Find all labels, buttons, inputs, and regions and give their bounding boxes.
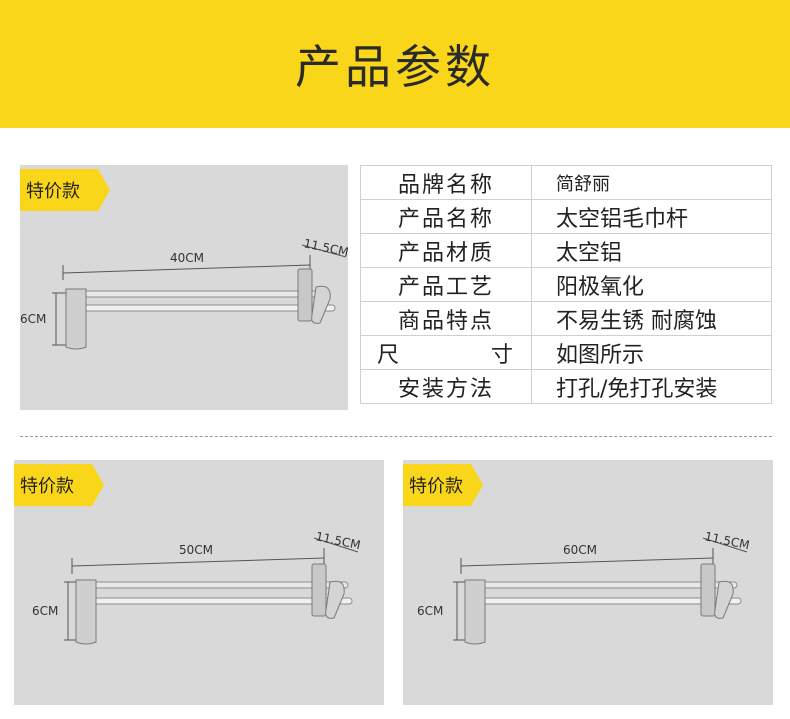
spec-key: 产品名称 — [360, 199, 532, 234]
right-bracket — [297, 268, 313, 322]
left-bracket — [464, 579, 486, 645]
header-banner: 产品参数 — [0, 0, 790, 128]
height-label: 6CM — [20, 312, 46, 326]
length-label: 50CM — [179, 543, 213, 557]
length-label: 40CM — [170, 251, 204, 265]
spec-value: 简舒丽 — [531, 165, 772, 200]
spec-value: 太空铝 — [531, 233, 772, 268]
spec-value: 不易生锈 耐腐蚀 — [531, 301, 772, 336]
badge-arrow — [471, 464, 483, 506]
spec-key: 品牌名称 — [360, 165, 532, 200]
height-label: 6CM — [417, 604, 443, 618]
special-offer-badge: 特价款 — [14, 464, 92, 506]
spec-key: 产品工艺 — [360, 267, 532, 302]
depth-label: 11.5CM — [703, 529, 750, 552]
section-divider — [20, 436, 772, 437]
towel-rack-diagram: 60CM 11.5CM 6CM — [417, 529, 751, 645]
rack-bar-lower — [79, 304, 336, 312]
badge-label: 特价款 — [20, 476, 74, 497]
spec-value: 太空铝毛巾杆 — [531, 199, 772, 234]
towel-rack-diagram: 40CM 11.5CM 6CM — [20, 236, 348, 350]
spec-key: 尺寸 — [360, 335, 532, 370]
left-bracket — [75, 579, 97, 645]
spec-key: 商品特点 — [360, 301, 532, 336]
depth-label: 11.5CM — [302, 236, 348, 259]
table-row: 商品特点 不易生锈 耐腐蚀 — [360, 301, 772, 336]
badge-label: 特价款 — [409, 476, 463, 497]
badge-label: 特价款 — [26, 181, 80, 202]
product-panel-50cm: 特价款 50CM 11.5CM 6CM — [14, 460, 384, 705]
rack-bar-upper — [69, 290, 331, 298]
right-bracket — [311, 563, 327, 617]
left-bracket — [65, 288, 87, 350]
table-row: 产品材质 太空铝 — [360, 233, 772, 268]
table-row: 产品名称 太空铝毛巾杆 — [360, 199, 772, 234]
length-label: 60CM — [563, 543, 597, 557]
spec-value: 打孔/免打孔安装 — [531, 369, 772, 404]
table-row: 尺寸 如图所示 — [360, 335, 772, 370]
special-offer-badge: 特价款 — [20, 169, 98, 211]
right-bracket — [700, 563, 716, 617]
spec-table: 品牌名称 简舒丽 产品名称 太空铝毛巾杆 产品材质 太空铝 产品工艺 阳极氧化 … — [360, 165, 772, 404]
height-label: 6CM — [32, 604, 58, 618]
depth-label: 11.5CM — [314, 529, 361, 552]
spec-value: 阳极氧化 — [531, 267, 772, 302]
spec-key: 安装方法 — [360, 369, 532, 404]
product-panel-40cm: 特价款 40CM 11.5CM 6CM — [20, 165, 348, 410]
table-row: 安装方法 打孔/免打孔安装 — [360, 369, 772, 404]
hook-icon — [714, 580, 734, 619]
spec-value: 如图所示 — [531, 335, 772, 370]
badge-arrow — [98, 169, 110, 211]
special-offer-badge: 特价款 — [403, 464, 471, 506]
table-row: 品牌名称 简舒丽 — [360, 165, 772, 200]
page-title: 产品参数 — [295, 40, 495, 94]
table-row: 产品工艺 阳极氧化 — [360, 267, 772, 302]
spec-key: 产品材质 — [360, 233, 532, 268]
towel-rack-diagram: 50CM 11.5CM 6CM — [32, 529, 362, 645]
badge-arrow — [92, 464, 104, 506]
rack-bar-upper — [79, 581, 349, 589]
hook-icon — [325, 580, 345, 619]
product-panel-60cm: 特价款 60CM 11.5CM 6CM — [403, 460, 773, 705]
hook-icon — [311, 285, 331, 324]
rack-bar-upper — [468, 581, 738, 589]
